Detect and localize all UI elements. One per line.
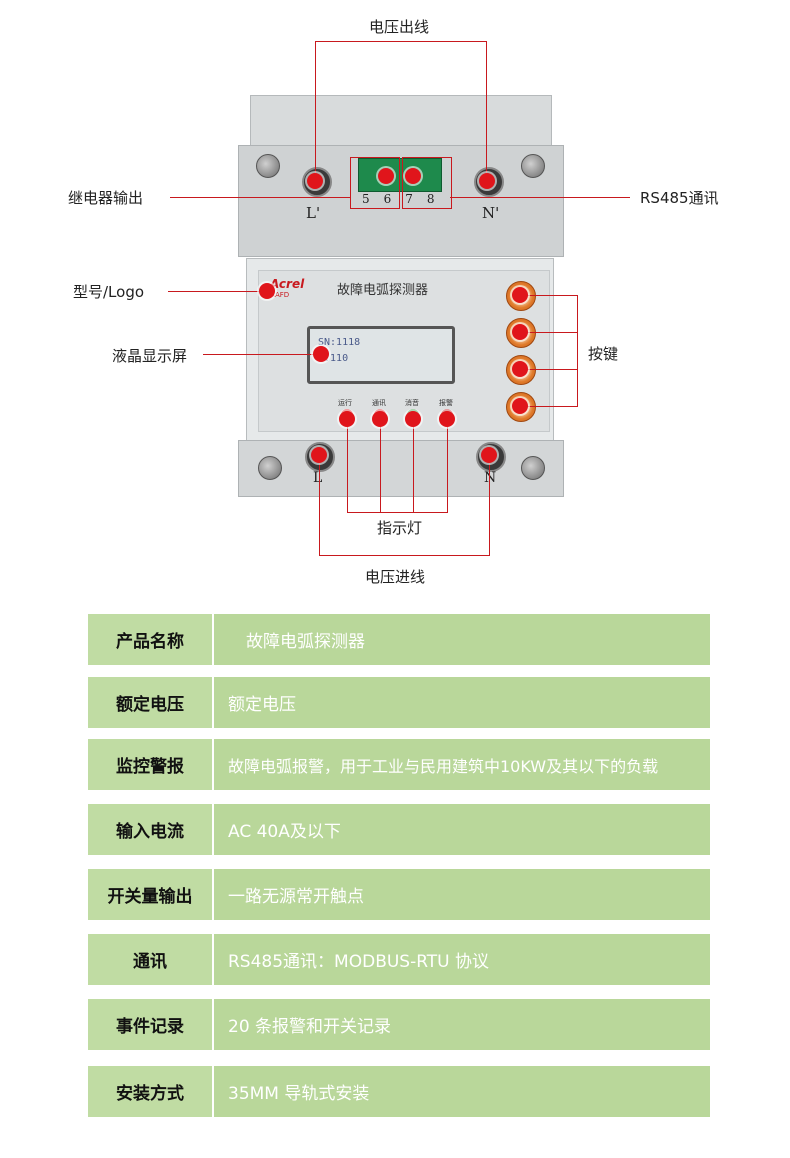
top-right-mark: N' xyxy=(482,204,500,222)
bottom-right-mark: N xyxy=(484,470,497,486)
brand-logo: Acrel xyxy=(270,277,305,291)
callout-line xyxy=(170,197,350,198)
callout-line xyxy=(520,295,577,296)
spec-row: 额定电压 额定电压 xyxy=(88,677,710,728)
spec-row: 监控警报 故障电弧报警，用于工业与民用建筑中10KW及其以下的负载 xyxy=(88,739,710,790)
callout-line xyxy=(486,41,487,181)
callout-line xyxy=(450,197,630,198)
marker-dot xyxy=(378,168,394,184)
spec-row: 开关量输出 一路无源常开触点 xyxy=(88,869,710,920)
spec-label: 安装方式 xyxy=(88,1066,212,1117)
lcd-line: SN:1118 xyxy=(318,337,361,348)
marker-dot xyxy=(311,447,327,463)
led-label: 通讯 xyxy=(372,399,386,407)
device-name: 故障电弧探测器 xyxy=(337,283,429,298)
screw-icon xyxy=(521,154,545,178)
spec-value: 35MM 导轨式安装 xyxy=(214,1066,710,1117)
callout-line xyxy=(203,354,321,355)
spec-row: 产品名称 故障电弧探测器 xyxy=(88,614,710,665)
callout-line xyxy=(520,369,577,370)
marker-dot xyxy=(512,287,528,303)
led-label: 消音 xyxy=(405,399,419,407)
marker-dot xyxy=(405,411,421,427)
callout-line xyxy=(315,41,487,42)
spec-label: 通讯 xyxy=(88,934,212,985)
marker-dot xyxy=(512,398,528,414)
terminal-number: 5 xyxy=(362,192,370,206)
spec-label: 输入电流 xyxy=(88,804,212,855)
spec-value: 故障电弧探测器 xyxy=(214,614,710,665)
spec-value: 一路无源常开触点 xyxy=(214,869,710,920)
spec-row: 安装方式 35MM 导轨式安装 xyxy=(88,1066,710,1117)
spec-value: AC 40A及以下 xyxy=(214,804,710,855)
callout-lcd: 液晶显示屏 xyxy=(112,347,188,365)
screw-icon xyxy=(256,154,280,178)
lcd-display: SN:1118 V:110 xyxy=(307,326,455,384)
callout-line xyxy=(347,418,348,512)
marker-dot xyxy=(259,283,275,299)
marker-dot xyxy=(479,173,495,189)
marker-dot xyxy=(512,324,528,340)
spec-label: 开关量输出 xyxy=(88,869,212,920)
spec-label: 额定电压 xyxy=(88,677,212,728)
spec-value: 额定电压 xyxy=(214,677,710,728)
callout-line xyxy=(447,418,448,512)
callout-line xyxy=(520,332,577,333)
callout-model-logo: 型号/Logo xyxy=(73,283,145,301)
marker-dot xyxy=(339,411,355,427)
screw-icon xyxy=(521,456,545,480)
lcd-line: V:110 xyxy=(318,353,349,364)
marker-dot xyxy=(481,447,497,463)
spec-row: 输入电流 AC 40A及以下 xyxy=(88,804,710,855)
marker-dot xyxy=(307,173,323,189)
callout-line xyxy=(577,295,578,407)
marker-dot xyxy=(405,168,421,184)
screw-icon xyxy=(258,456,282,480)
spec-label: 监控警报 xyxy=(88,739,212,790)
callout-keys: 按键 xyxy=(588,345,619,363)
callout-line xyxy=(520,406,577,407)
marker-dot xyxy=(313,346,329,362)
callout-rs485: RS485通讯 xyxy=(640,189,719,207)
callout-relay-out: 继电器输出 xyxy=(68,189,144,207)
callout-line xyxy=(319,455,320,556)
callout-line xyxy=(413,418,414,512)
callout-line xyxy=(489,455,490,556)
device-bottom-housing xyxy=(238,440,564,497)
spec-label: 事件记录 xyxy=(88,999,212,1050)
callout-line xyxy=(319,555,490,556)
terminal-numbers: 5 6 7 8 xyxy=(362,192,435,206)
terminal-number: 8 xyxy=(426,192,435,206)
marker-dot xyxy=(512,361,528,377)
key-button xyxy=(506,355,536,385)
marker-dot xyxy=(439,411,455,427)
spec-row: 通讯 RS485通讯：MODBUS-RTU 协议 xyxy=(88,934,710,985)
spec-value: 20 条报警和开关记录 xyxy=(214,999,710,1050)
bottom-left-mark: L xyxy=(313,470,323,486)
callout-line xyxy=(380,418,381,512)
top-left-mark: L' xyxy=(306,204,321,222)
terminal-number: 6 xyxy=(383,192,392,206)
rs485-terminal-box xyxy=(402,157,452,209)
relay-terminal-box xyxy=(350,157,400,209)
spec-value: RS485通讯：MODBUS-RTU 协议 xyxy=(214,934,710,985)
brand-sub: AAFD xyxy=(270,291,290,299)
spec-label: 产品名称 xyxy=(88,614,212,665)
callout-line xyxy=(168,291,266,292)
terminal-number: 7 xyxy=(405,192,413,206)
spec-value: 故障电弧报警，用于工业与民用建筑中10KW及其以下的负载 xyxy=(214,739,710,790)
led-label: 报警 xyxy=(439,399,453,407)
callout-voltage-in: 电压进线 xyxy=(365,568,426,586)
callout-voltage-out: 电压出线 xyxy=(369,18,430,36)
marker-dot xyxy=(372,411,388,427)
spec-row: 事件记录 20 条报警和开关记录 xyxy=(88,999,710,1050)
relay-rs485-terminal xyxy=(358,158,442,192)
callout-line xyxy=(347,512,448,513)
callout-line xyxy=(315,41,316,181)
led-label: 运行 xyxy=(338,399,352,407)
callout-indicator: 指示灯 xyxy=(377,519,423,537)
